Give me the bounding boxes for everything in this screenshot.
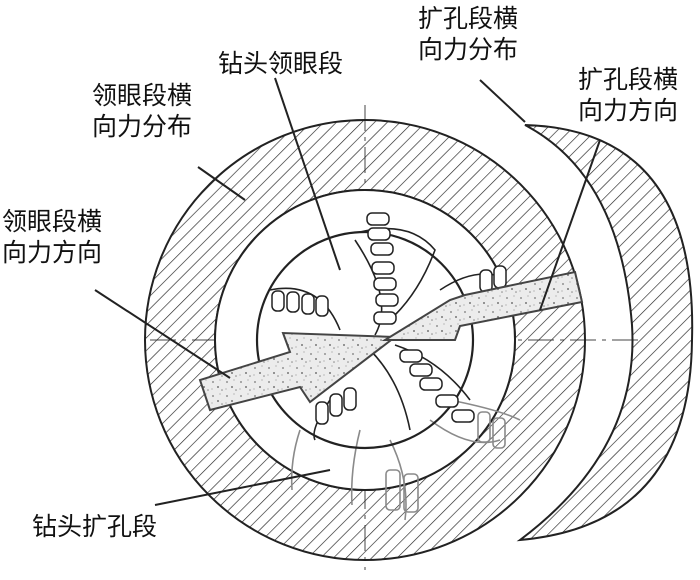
ream-force-distribution-crescent <box>516 124 694 542</box>
label-pilot-dir-line2: 向力方向 <box>2 238 102 267</box>
label-pilot-dist-line1: 领眼段横 <box>92 81 192 110</box>
label-ream-dist-line2: 向力分布 <box>418 35 518 64</box>
pilot-force-arrow <box>198 331 398 412</box>
label-pilot-dir-line1: 领眼段横 <box>2 207 102 236</box>
bit-body-outline <box>255 230 475 450</box>
label-ream-dist-line1: 扩孔段横 <box>418 4 518 33</box>
label-pilot-dist-line2: 向力分布 <box>92 112 192 141</box>
label-ream-dir-line2: 向力方向 <box>578 96 678 125</box>
label-bit-pilot: 钻头领眼段 <box>218 49 343 78</box>
ream-blades <box>290 399 521 521</box>
pdc-cutters <box>271 212 507 425</box>
diagram-labels: 钻头领眼段 领眼段横 向力分布 扩孔段横 向力分布 扩孔段横 向力方向 领眼段横… <box>2 4 678 541</box>
leader-lines <box>94 77 601 506</box>
label-bit-ream: 钻头扩孔段 <box>32 512 157 541</box>
ream-force-arrow <box>381 270 584 341</box>
label-ream-dir-line1: 扩孔段横 <box>578 65 678 94</box>
